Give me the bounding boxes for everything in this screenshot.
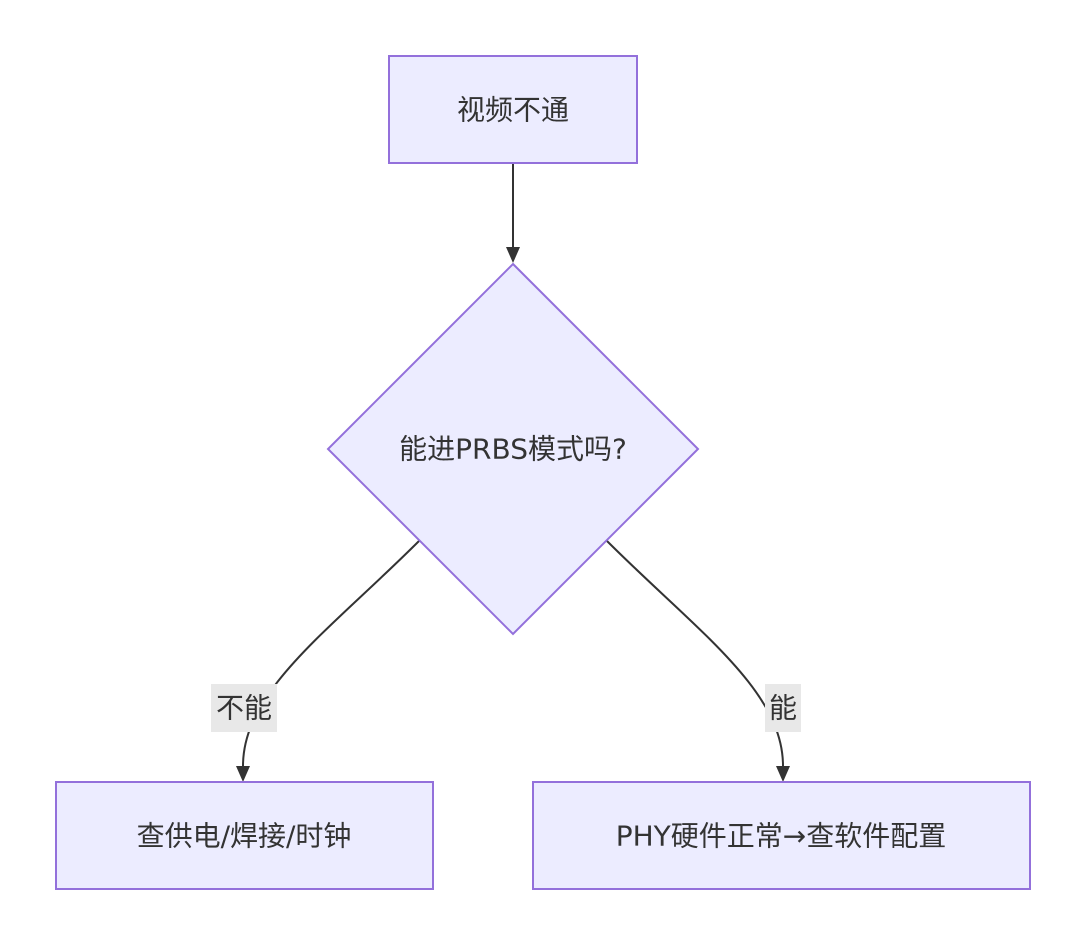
node-left-result-box xyxy=(55,781,434,890)
edge-decision-to-right xyxy=(606,540,790,782)
node-left-result-label: 查供电/焊接/时钟 xyxy=(137,820,352,853)
node-decision-label: 能进PRBS模式吗? xyxy=(399,433,627,466)
node-start-box xyxy=(388,55,638,164)
edge-label-no-text: 不能 xyxy=(216,692,272,725)
node-decision-diamond xyxy=(326,262,700,636)
arrow-head xyxy=(236,766,250,782)
node-start[interactable]: 视频不通 xyxy=(388,55,638,164)
edge-line xyxy=(606,540,784,767)
edge-label-yes-text: 能 xyxy=(769,692,797,725)
edge-line xyxy=(242,540,420,767)
node-decision[interactable]: 能进PRBS模式吗? xyxy=(326,262,700,636)
edge-label-yes-bg xyxy=(765,684,801,732)
edge-label-yes: 能 xyxy=(765,684,801,732)
node-right-result-box xyxy=(532,781,1031,890)
arrow-head xyxy=(506,247,520,263)
edge-label-no: 不能 xyxy=(211,684,277,732)
node-start-label: 视频不通 xyxy=(457,94,569,127)
arrow-head xyxy=(776,766,790,782)
edge-start-to-decision xyxy=(506,163,520,263)
edge-decision-to-left xyxy=(236,540,420,782)
node-right-result-label: PHY硬件正常→查软件配置 xyxy=(616,820,947,853)
node-right-result[interactable]: PHY硬件正常→查软件配置 xyxy=(532,781,1031,890)
edge-label-no-bg xyxy=(211,684,277,732)
node-left-result[interactable]: 查供电/焊接/时钟 xyxy=(55,781,434,890)
